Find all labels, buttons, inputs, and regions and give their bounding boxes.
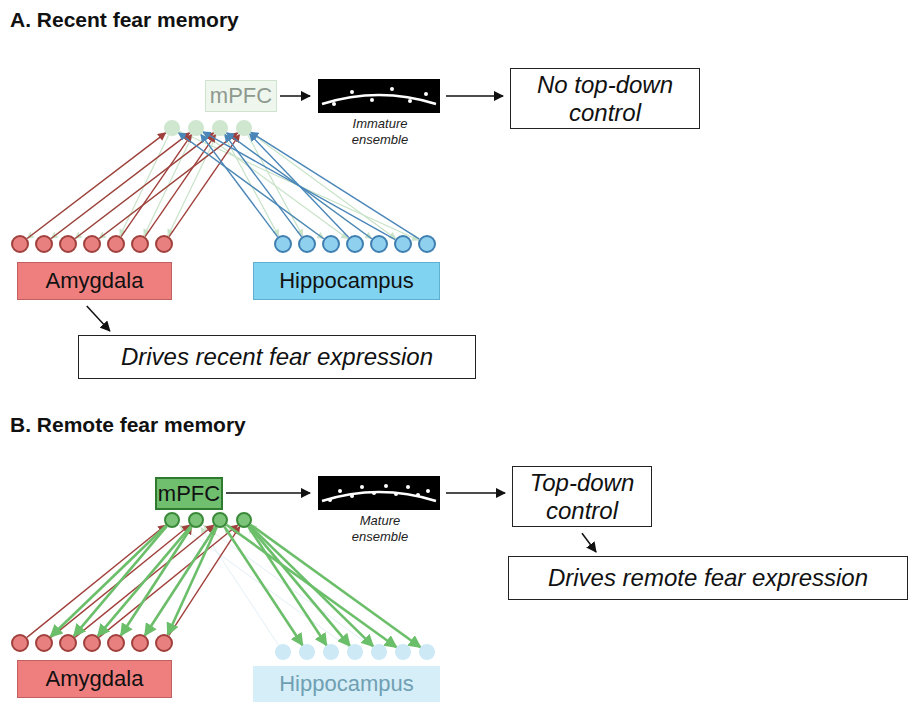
neuron-circle: [347, 236, 363, 252]
neuron-circle: [275, 236, 291, 252]
projection-arrow: [168, 527, 217, 635]
neuron-circle: [165, 121, 179, 135]
neuron-circle: [324, 645, 338, 659]
region-box: Amygdala: [17, 262, 172, 300]
projection-arrow: [169, 135, 239, 237]
neuron-circle: [396, 645, 410, 659]
projection-arrow: [250, 133, 395, 239]
neuron-circle: [323, 236, 339, 252]
ensemble-label: Mature ensemble: [335, 513, 425, 544]
node-text: Top-down control: [521, 469, 643, 524]
node-text: No top-down control: [519, 71, 691, 126]
panel-heading: B. Remote fear memory: [10, 413, 246, 437]
outcome-box: No top-down control: [510, 68, 700, 129]
neuron-circle: [348, 645, 362, 659]
neuron-circle: [372, 645, 386, 659]
ensemble-arc: [322, 95, 436, 104]
ensemble-image: [318, 79, 440, 113]
projection-arrow: [225, 134, 302, 236]
neuron-circle: [108, 635, 124, 651]
node-text: Drives recent fear expression: [121, 343, 433, 371]
projection-arrow: [75, 133, 213, 239]
neuron-circle: [156, 635, 172, 651]
neuron-circle: [84, 236, 100, 252]
neuron-circle: [300, 645, 314, 659]
neuron-circle: [132, 635, 148, 651]
neuron-circle: [60, 236, 76, 252]
projection-arrow: [50, 526, 166, 637]
region-box: Hippocampus: [253, 666, 440, 702]
projection-arrow: [202, 133, 347, 239]
projection-arrow: [145, 527, 216, 636]
projection-arrow: [168, 135, 217, 236]
neuron-circle: [420, 645, 434, 659]
neuron-circle: [12, 236, 28, 252]
node-text: Hippocampus: [279, 268, 414, 293]
neuron-circle: [165, 513, 179, 527]
outcome-box: Drives remote fear expression: [508, 556, 908, 600]
flow-arrow: [226, 492, 310, 494]
outcome-box: Top-down control: [512, 466, 652, 527]
region-box: Amygdala: [17, 660, 172, 698]
neuron-circle: [108, 236, 124, 252]
neuron-circle: [419, 236, 435, 252]
neuron-circle: [213, 121, 227, 135]
node-text: Drives remote fear expression: [548, 564, 868, 592]
neuron-circle: [395, 236, 411, 252]
neuron-circle: [276, 645, 290, 659]
projection-arrow: [249, 528, 327, 646]
projection-arrow: [201, 134, 278, 236]
region-box: mPFC: [205, 80, 277, 112]
region-box: mPFC: [155, 477, 223, 510]
ensemble-dots: [332, 87, 428, 106]
neuron-circle: [60, 635, 76, 651]
neuron-circle: [371, 236, 387, 252]
ensemble-image: [318, 476, 440, 510]
node-text: mPFC: [158, 481, 220, 506]
ensemble-label: Immature ensemble: [335, 116, 425, 147]
neuron-circle: [189, 513, 203, 527]
connector-arrow: [87, 306, 110, 331]
node-text: Amygdala: [46, 268, 144, 293]
projection-arrow: [98, 526, 191, 636]
neuron-circle: [36, 236, 52, 252]
neuron-circle: [189, 121, 203, 135]
panel-heading: A. Recent fear memory: [10, 8, 239, 32]
neuron-circle: [213, 513, 227, 527]
projection-arrow: [179, 131, 419, 240]
projection-arrow: [178, 133, 323, 239]
projection-arrow: [248, 527, 326, 646]
neuron-circle: [132, 236, 148, 252]
node-text: Amygdala: [46, 666, 144, 691]
projection-arrow: [99, 133, 237, 239]
projection-arrow: [203, 132, 395, 240]
region-box: Hippocampus: [253, 262, 440, 300]
neuron-circle: [237, 513, 251, 527]
projection-arrow: [251, 132, 420, 239]
flow-arrow: [446, 492, 505, 494]
ensemble-dots: [328, 484, 430, 502]
flow-arrow: [446, 95, 503, 97]
neuron-circle: [12, 635, 28, 651]
neuron-circle: [156, 236, 172, 252]
outcome-box: Drives recent fear expression: [78, 335, 476, 379]
flow-arrow: [280, 95, 310, 97]
projection-arrow: [74, 526, 167, 636]
neuron-circle: [36, 635, 52, 651]
neuron-circle: [299, 236, 315, 252]
ensemble-arc: [322, 492, 436, 501]
connector-arrow: [582, 533, 596, 552]
projection-arrow: [178, 133, 323, 239]
node-text: mPFC: [210, 83, 272, 108]
neuron-circle: [84, 635, 100, 651]
node-text: Hippocampus: [279, 671, 414, 696]
neuron-circle: [237, 121, 251, 135]
